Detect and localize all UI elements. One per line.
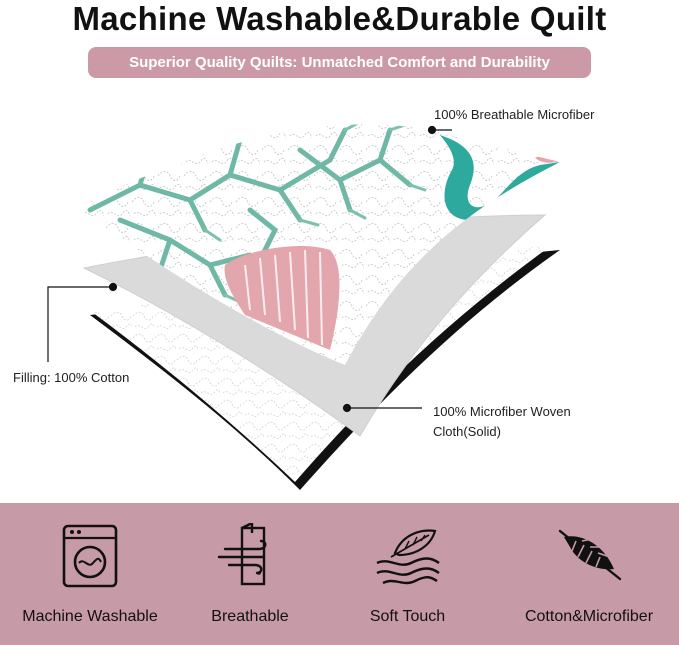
bottom-layer-label-line1: 100% Microfiber Woven	[433, 404, 571, 419]
bottom-layer-label-line2: Cloth(Solid)	[433, 424, 501, 439]
feature-machine-washable: Machine Washable	[5, 503, 175, 645]
feature-label: Breathable	[211, 608, 289, 625]
leaf-icon	[558, 529, 622, 581]
bottom-layer-label: 100% Microfiber Woven Cloth(Solid)	[433, 402, 653, 442]
top-layer-label: 100% Breathable Microfiber	[434, 107, 595, 122]
feature-soft-touch: Soft Touch	[340, 503, 475, 645]
features-band: Machine Washable Breathable Soft Touch	[0, 503, 679, 645]
quilt-layers-illustration	[47, 124, 560, 490]
feature-label: Machine Washable	[22, 608, 158, 625]
feature-cotton-microfiber: Cotton&Microfiber	[500, 503, 678, 645]
top-layer	[78, 124, 560, 366]
subtitle-banner: Superior Quality Quilts: Unmatched Comfo…	[88, 47, 591, 78]
breathable-door-icon	[217, 523, 267, 586]
feature-breathable: Breathable	[185, 503, 315, 645]
page-title: Machine Washable&Durable Quilt	[72, 0, 607, 37]
middle-layer-label: Filling: 100% Cotton	[13, 370, 130, 385]
feather-wave-icon	[375, 529, 440, 585]
washing-machine-icon	[62, 524, 118, 588]
callout-lines	[47, 125, 452, 413]
feature-label: Soft Touch	[369, 608, 446, 625]
feature-label: Cotton&Microfiber	[524, 608, 654, 625]
